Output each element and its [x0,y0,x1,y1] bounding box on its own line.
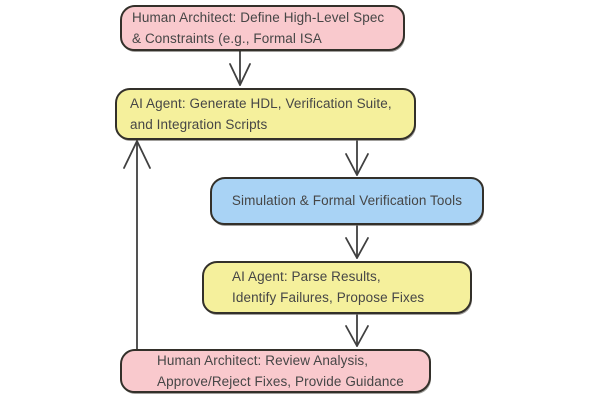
arrow-parse-to-review[interactable] [345,314,369,347]
node-human-review-analysis-label-line-1: Human Architect: Review Analysis, [157,352,369,368]
arrow-review-feedback-to-generate[interactable] [123,140,151,350]
node-agent-parse-results-label-line-1: AI Agent: Parse Results, [232,269,381,284]
arrow-spec-to-generate[interactable] [229,50,251,86]
arrowhead-generate-to-sim [345,153,369,176]
node-agent-parse-results-label-line-2: Identify Failures, Propose Fixes [232,290,425,305]
node-simulation-verification-tools-label-line-1: Simulation & Formal Verification Tools [231,193,463,208]
node-agent-generate-hdl[interactable]: AI Agent: Generate HDL, Verification Sui… [115,88,416,140]
node-human-define-spec[interactable]: Human Architect: Define High-Level Spec &… [120,5,405,51]
arrow-generate-to-sim[interactable] [345,140,369,176]
arrowhead-review-feedback-to-generate [123,140,151,169]
node-human-review-analysis[interactable]: Human Architect: Review Analysis, Approve… [120,349,431,393]
arrowhead-sim-to-parse [345,237,369,259]
node-human-review-analysis-label-line-2: Approve/Reject Fixes, Provide Guidance [157,373,404,389]
arrowhead-spec-to-generate [229,63,251,86]
arrow-sim-to-parse[interactable] [345,225,369,259]
node-human-define-spec-label-line-1: Human Architect: Define High-Level Spec [132,9,385,25]
node-simulation-verification-tools[interactable]: Simulation & Formal Verification Tools [210,177,484,225]
node-human-define-spec-label-line-2: & Constraints (e.g., Formal ISA [132,30,322,46]
node-agent-parse-results[interactable]: AI Agent: Parse Results, Identify Failure… [202,261,472,314]
arrowhead-parse-to-review [345,325,369,347]
node-agent-generate-hdl-label-line-2: and Integration Scripts [130,116,268,132]
node-agent-generate-hdl-label-line-1: AI Agent: Generate HDL, Verification Sui… [130,95,392,111]
